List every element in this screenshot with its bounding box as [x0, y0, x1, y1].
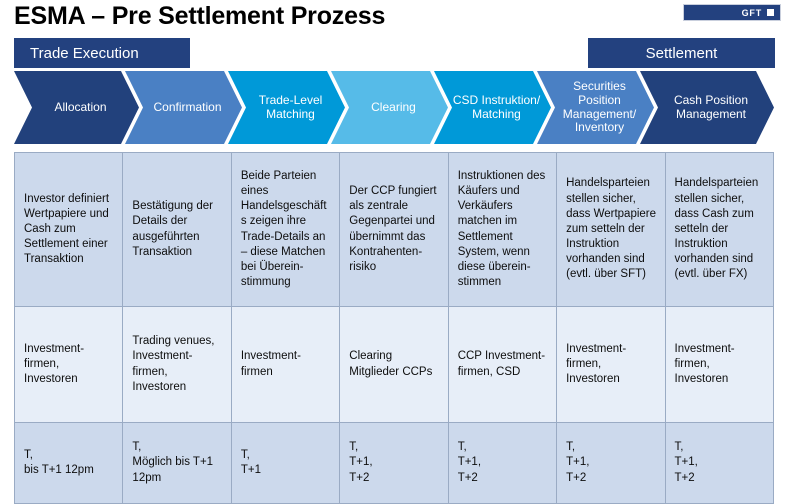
stage-chevron-cash-position-management[interactable]: Cash Position Management: [640, 71, 774, 144]
cell-timing-csd-instruktion-matching: T, T+1, T+2: [447, 422, 558, 504]
stage-label-cash-position-management: Cash Position Management: [673, 92, 749, 121]
stage-chevron-confirmation[interactable]: Confirmation: [125, 71, 242, 144]
cell-timing-confirmation: T, Möglich bis T+1 12pm: [122, 422, 232, 504]
cell-actors-cash-position-management: Investment-firmen, Investoren: [664, 306, 775, 423]
cell-timing-allocation: T, bis T+1 12pm: [13, 422, 124, 504]
cell-actors-csd-instruktion-matching: CCP Investment-firmen, CSD: [447, 306, 558, 423]
stage-chevron-allocation[interactable]: Allocation: [14, 71, 139, 144]
process-chevron-strip: Allocation Confirmation Trade-Level Matc…: [14, 71, 774, 144]
cell-timing-trade-level-matching: T, T+1: [230, 422, 341, 504]
process-matrix: Investor definiert Wertpapiere und Cash …: [13, 152, 775, 504]
cell-actors-trade-level-matching: Investment-firmen: [230, 306, 341, 423]
table-row-description: Investor definiert Wertpapiere und Cash …: [13, 152, 775, 307]
cell-timing-clearing: T, T+1, T+2: [339, 422, 449, 504]
cell-timing-securities-position-management: T, T+1, T+2: [556, 422, 666, 504]
cell-actors-securities-position-management: Investment-firmen, Investoren: [556, 306, 666, 423]
stage-label-confirmation: Confirmation: [153, 99, 222, 114]
cell-actors-clearing: Clearing Mitglieder CCPs: [339, 306, 449, 423]
stage-label-trade-level-matching: Trade-Level Matching: [258, 92, 323, 121]
cell-description-trade-level-matching: Beide Parteien eines Handelsgeschäfts ze…: [230, 152, 341, 307]
banner-trade-execution: Trade Execution: [14, 38, 190, 68]
stage-label-allocation: Allocation: [54, 99, 107, 114]
cell-actors-confirmation: Trading venues, Investment-firmen, Inves…: [122, 306, 232, 423]
page-title: ESMA – Pre Settlement Prozess: [14, 2, 386, 30]
stage-label-csd-instruktion-matching: CSD Instruktion/ Matching: [452, 92, 541, 121]
cell-timing-cash-position-management: T, T+1, T+2: [664, 422, 775, 504]
cell-description-allocation: Investor definiert Wertpapiere und Cash …: [13, 152, 124, 307]
stage-chevron-csd-instruktion-matching[interactable]: CSD Instruktion/ Matching: [434, 71, 551, 144]
cell-description-confirmation: Bestätigung der Details der ausgeführten…: [122, 152, 232, 307]
cell-description-securities-position-management: Handelsparteien stellen sicher, dass Wer…: [556, 152, 666, 307]
cell-description-cash-position-management: Handelsparteien stellen sicher, dass Cas…: [664, 152, 775, 307]
stage-label-clearing: Clearing: [371, 99, 416, 114]
gft-logo: GFT: [683, 4, 781, 21]
cell-description-csd-instruktion-matching: Instruktionen des Käufers und Verkäufers…: [447, 152, 558, 307]
stage-chevron-securities-position-management[interactable]: Securities Position Management/ Inventor…: [537, 71, 654, 144]
banner-settlement-label: Settlement: [645, 44, 718, 62]
gft-logo-text: GFT: [741, 7, 762, 18]
table-row-timing: T, bis T+1 12pm T, Möglich bis T+1 12pm …: [13, 422, 775, 504]
stage-chevron-clearing[interactable]: Clearing: [331, 71, 448, 144]
banner-settlement: Settlement: [588, 38, 775, 68]
stage-chevron-trade-level-matching[interactable]: Trade-Level Matching: [228, 71, 345, 144]
stage-label-securities-position-management: Securities Position Management/ Inventor…: [562, 78, 637, 135]
cell-description-clearing: Der CCP fungiert als zentrale Gegenparte…: [339, 152, 449, 307]
banner-trade-execution-label: Trade Execution: [30, 44, 139, 62]
table-row-actors: Investment-firmen, Investoren Trading ve…: [13, 306, 775, 423]
gft-square-icon: [767, 9, 774, 16]
cell-actors-allocation: Investment-firmen, Investoren: [13, 306, 124, 423]
